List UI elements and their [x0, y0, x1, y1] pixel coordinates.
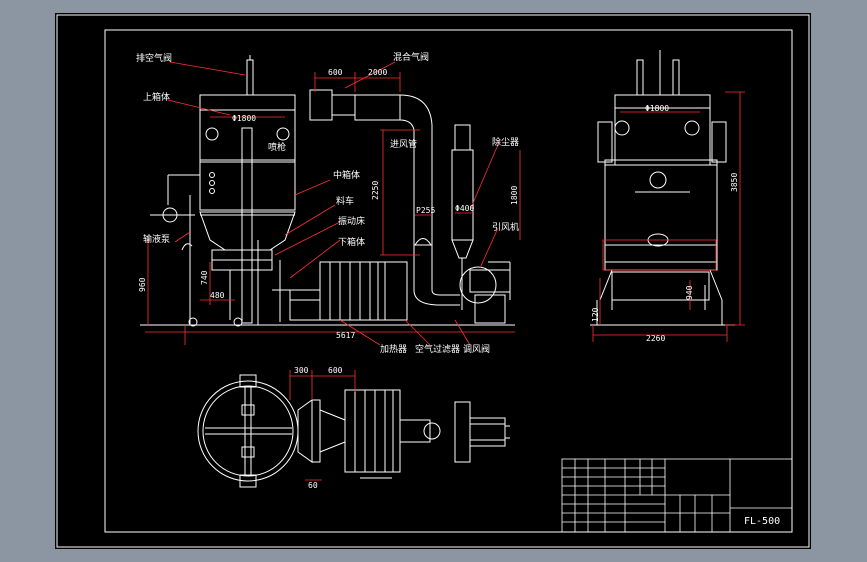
plan-annotations — [289, 370, 356, 481]
dim-300-plan: 300 — [294, 366, 309, 375]
title-block — [561, 458, 793, 533]
inner-border — [104, 29, 793, 533]
drawing-sheet — [55, 13, 811, 549]
dim-d1800-front: Φ1800 — [232, 114, 256, 123]
middle-bed — [199, 159, 296, 211]
label-air-filter: 空气过滤器 — [415, 343, 460, 355]
dim-2000-top: 2000 — [368, 68, 387, 77]
dim-600-top: 600 — [328, 68, 343, 77]
side-annotations — [592, 91, 745, 342]
label-regulating-valve: 调风阀 — [463, 344, 490, 355]
label-exhaust-valve: 排空气阀 — [136, 52, 172, 64]
dim-2260: 2260 — [646, 334, 665, 343]
side-elevation — [590, 50, 735, 326]
outer-border — [56, 14, 810, 548]
dim-120: 120 — [591, 307, 600, 322]
label-upper-bed: 上箱体 — [143, 91, 170, 103]
label-fan: 引风机 — [492, 221, 519, 233]
dim-2250: 2250 — [371, 181, 380, 200]
label-air-inlet: 进风管 — [390, 138, 417, 150]
label-lower-bed: 下箱体 — [338, 236, 365, 248]
dim-5617: 5617 — [336, 331, 355, 340]
dim-1800-vertical: 1800 — [510, 186, 519, 205]
dim-60-plan: 60 — [308, 481, 318, 490]
drawing-number: FL-500 — [744, 516, 780, 527]
dim-p255: P255 — [416, 206, 435, 215]
front-elevation — [140, 55, 515, 327]
label-heater: 加热器 — [380, 343, 407, 355]
dim-740: 740 — [200, 270, 209, 285]
label-middle-bed: 中箱体 — [333, 169, 360, 181]
plan-view — [197, 374, 510, 488]
front-annotations — [145, 61, 521, 346]
label-cyclone: 除尘器 — [492, 136, 519, 148]
label-material-cart: 料车 — [336, 195, 354, 207]
dim-d1800-side: Φ1800 — [645, 104, 669, 113]
label-vibrating-bed: 振动床 — [338, 215, 365, 227]
dim-600-plan: 600 — [328, 366, 343, 375]
dim-960: 960 — [138, 277, 147, 292]
plan-fan — [469, 417, 506, 447]
label-mixing-valve: 混合气阀 — [393, 51, 429, 63]
air-filter — [384, 261, 408, 321]
dim-940: 940 — [685, 285, 694, 300]
dim-3850: 3850 — [730, 173, 739, 192]
label-pump: 输液泵 — [143, 233, 170, 245]
dim-480: 480 — [210, 291, 225, 300]
fan — [459, 266, 497, 304]
dim-d400: Φ400 — [455, 204, 474, 213]
label-spray-gun: 喷枪 — [268, 141, 286, 153]
